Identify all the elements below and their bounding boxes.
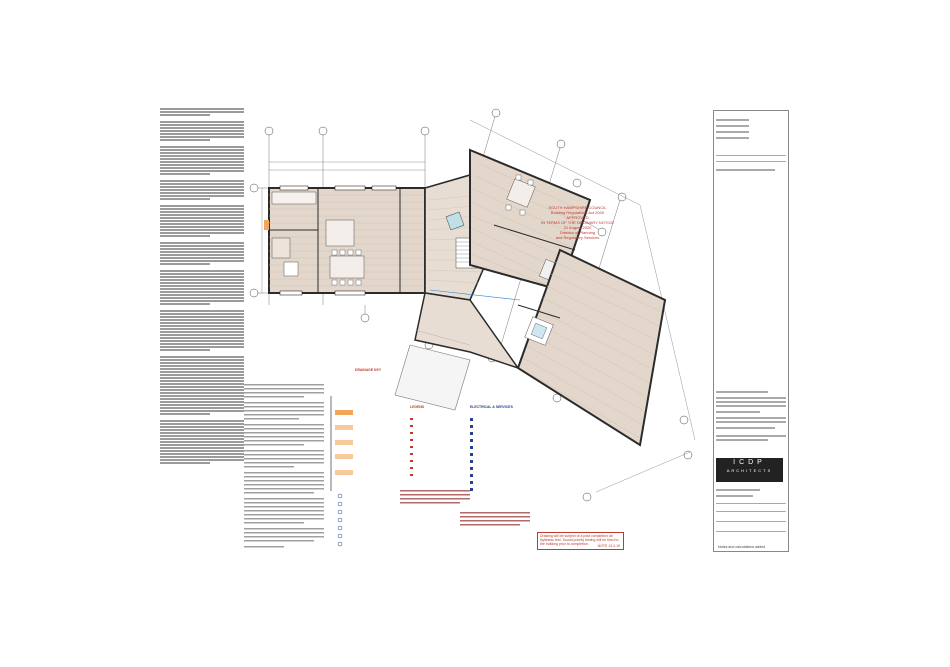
approval-stamp: SOUTH HAMPSHIRE COUNCIL Building Regulat… <box>530 205 625 240</box>
finishes-legend-title: LEGEND <box>410 405 425 409</box>
lower-link <box>394 292 520 411</box>
approval-line: and Regulatory Services <box>555 235 600 240</box>
approval-line: SOUTH HAMPSHIRE COUNCIL <box>548 205 607 210</box>
revision-note: Notes and calculations added <box>718 545 766 549</box>
right-lower-wing <box>429 248 667 447</box>
services-legend: ELECTRICAL & SERVICES <box>470 405 513 411</box>
title-block <box>713 110 789 552</box>
practice-logo: ICDP ARCHITECTS <box>716 458 783 482</box>
drainage-legend-title: DRAINAGE KEY <box>355 368 381 372</box>
approval-line: 21 August 2020 <box>563 225 592 230</box>
legend-symbols <box>335 410 530 547</box>
air-tightness-note: Drawing will be subject of a post comple… <box>537 532 624 550</box>
air-tightness-note-text: Drawing will be subject of a post comple… <box>540 534 619 547</box>
drainage-legend: DRAINAGE KEY <box>355 368 381 374</box>
construction-notes-column <box>244 384 332 548</box>
dimension-lines <box>261 119 696 493</box>
grid-bubbles <box>249 108 693 502</box>
approval-line: APPROVED <box>566 215 589 220</box>
approval-line: Building Regulations Act 2000 <box>550 210 605 215</box>
services-legend-title: ELECTRICAL & SERVICES <box>470 405 513 409</box>
approval-line: IN TERMS OF THE ORDINARY NOTICE <box>540 220 615 225</box>
air-tightness-note-ref: NOTE 13.4.19 <box>597 543 620 548</box>
left-wing <box>264 185 426 296</box>
practice-subtitle: ARCHITECTS <box>726 468 773 473</box>
finishes-legend: LEGEND <box>410 405 424 411</box>
approval-line: Director of Planning <box>559 230 596 235</box>
practice-name: ICDP <box>733 459 766 466</box>
general-notes-column <box>160 108 244 465</box>
